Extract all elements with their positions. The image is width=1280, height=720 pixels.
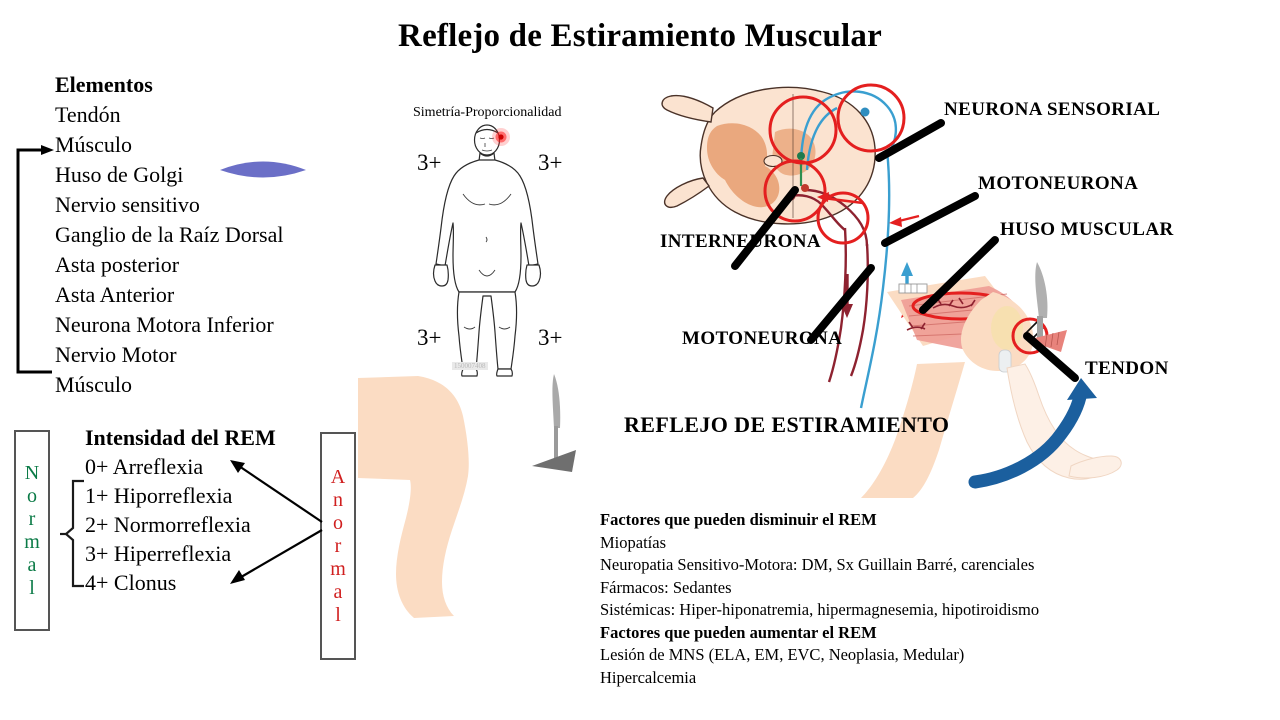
label-neurona-sensorial: NEURONA SENSORIAL <box>944 99 1161 120</box>
dorsal-root-ganglion-cell <box>860 107 870 117</box>
simetria-caption: Simetría-Proporcionalidad <box>413 105 562 120</box>
highlight-circle-ganglion <box>836 83 906 153</box>
stretch-reflex-anatomy-diagram <box>661 83 1122 498</box>
label-tendon: TENDON <box>1085 358 1169 379</box>
normal-badge: N o r m a l <box>14 430 50 631</box>
normal-letter: m <box>24 530 40 553</box>
spindle-nerve-endings <box>932 297 976 309</box>
reflex-grade-upper-right: 3+ <box>538 150 563 175</box>
list-item: Nervio Motor <box>55 342 177 367</box>
rem-heading: Intensidad del REM <box>85 425 276 450</box>
list-item: Nervio sensitivo <box>55 192 200 217</box>
anormal-letter: a <box>333 580 343 603</box>
anormal-badge: A n o r m a l <box>320 432 356 660</box>
reflex-motion-arrow <box>968 385 1088 489</box>
reflex-hammer-icon <box>532 374 576 472</box>
factors-text-block: Factores que pueden disminuir el REM Mio… <box>600 509 1220 689</box>
label-motoneurona-upper: MOTONEURONA <box>978 173 1139 194</box>
elementos-loop-bracket <box>16 145 54 374</box>
normal-letter: a <box>27 553 37 576</box>
figure-watermark: 150007408 <box>452 362 488 370</box>
lower-leg <box>861 362 965 498</box>
rem-normal-brace <box>60 479 84 588</box>
spinal-cord-cross-section <box>661 86 876 225</box>
swung-leg <box>1006 363 1122 480</box>
anormal-letter: m <box>330 557 346 580</box>
anormal-letter: n <box>333 488 343 511</box>
list-item: 2+ Normorreflexia <box>85 512 251 537</box>
list-item: 0+ Arreflexia <box>85 454 204 479</box>
elementos-heading: Elementos <box>55 72 153 97</box>
anormal-letter: r <box>334 534 342 557</box>
factors-line: Sistémicas: Hiper-hiponatremia, hipermag… <box>600 600 1040 619</box>
label-motoneurona-lower: MOTONEURONA <box>682 328 843 349</box>
reflex-grade-upper-left: 3+ <box>417 150 442 175</box>
page-title: Reflejo de Estiramiento Muscular <box>398 18 882 54</box>
list-item: 1+ Hiporreflexia <box>85 483 233 508</box>
gamma-motoneuron-soma <box>801 184 809 192</box>
highlight-circle-root <box>816 191 870 245</box>
elementos-list: Elementos Tendón Músculo Huso de Golgi N… <box>55 70 385 400</box>
factors-line: Miopatías <box>600 532 666 552</box>
highlight-circles <box>763 83 906 245</box>
patella <box>991 306 1023 350</box>
rem-list: 0+ Arreflexia 1+ Hiporreflexia 2+ Normor… <box>85 452 251 597</box>
list-item: Asta posterior <box>55 252 180 277</box>
sensory-terminal <box>797 152 805 160</box>
highlight-circle-anterior-horn <box>763 159 827 223</box>
list-item: Neurona Motora Inferior <box>55 312 274 337</box>
anormal-letter: A <box>330 465 346 488</box>
normal-letter: o <box>27 484 37 507</box>
label-reflejo-de-estiramiento: REFLEJO DE ESTIRAMIENTO <box>624 412 950 437</box>
list-item: Ganglio de la Raíz Dorsal <box>55 222 284 247</box>
label-interneurona: INTERNEURONA <box>660 231 822 252</box>
factors-increase-heading: Factores que pueden aumentar el REM <box>600 622 877 642</box>
reflex-hammer-striking <box>1027 262 1067 352</box>
leader-lines <box>731 119 1079 382</box>
factors-line: Neuropatia Sensitivo-Motora: DM, Sx Guil… <box>600 555 1035 574</box>
label-huso-muscular: HUSO MUSCULAR <box>1000 219 1174 240</box>
patellar-tendon <box>998 349 1012 373</box>
anormal-letter: o <box>333 511 343 534</box>
huso-de-golgi-spindle-icon <box>220 161 306 178</box>
factors-line: Hipercalcemia <box>600 667 697 687</box>
bent-leg-illustration <box>358 376 469 618</box>
list-item: Músculo <box>55 372 132 397</box>
knee-joint <box>961 292 1049 373</box>
human-body-figure <box>432 124 542 377</box>
normal-letter: l <box>29 576 35 599</box>
list-item: Huso de Golgi <box>55 162 184 187</box>
reflex-grade-lower-left: 3+ <box>417 325 442 350</box>
anormal-pointer-arrows <box>230 460 323 584</box>
factors-decrease-heading: Factores que pueden disminuir el REM <box>600 510 877 529</box>
factors-line: Lesión de MNS (ELA, EM, EVC, Neoplasia, … <box>600 645 965 664</box>
list-item: 4+ Clonus <box>85 570 177 595</box>
list-item: 3+ Hiperreflexia <box>85 541 232 566</box>
factors-line: Fármacos: Sedantes <box>600 577 732 597</box>
list-item: Asta Anterior <box>55 282 175 307</box>
normal-letter: r <box>28 507 36 530</box>
list-item: Músculo <box>55 132 132 157</box>
anormal-letter: l <box>335 603 341 626</box>
list-item: Tendón <box>55 102 121 127</box>
normal-letter: N <box>24 461 40 484</box>
reflex-grade-lower-right: 3+ <box>538 325 563 350</box>
